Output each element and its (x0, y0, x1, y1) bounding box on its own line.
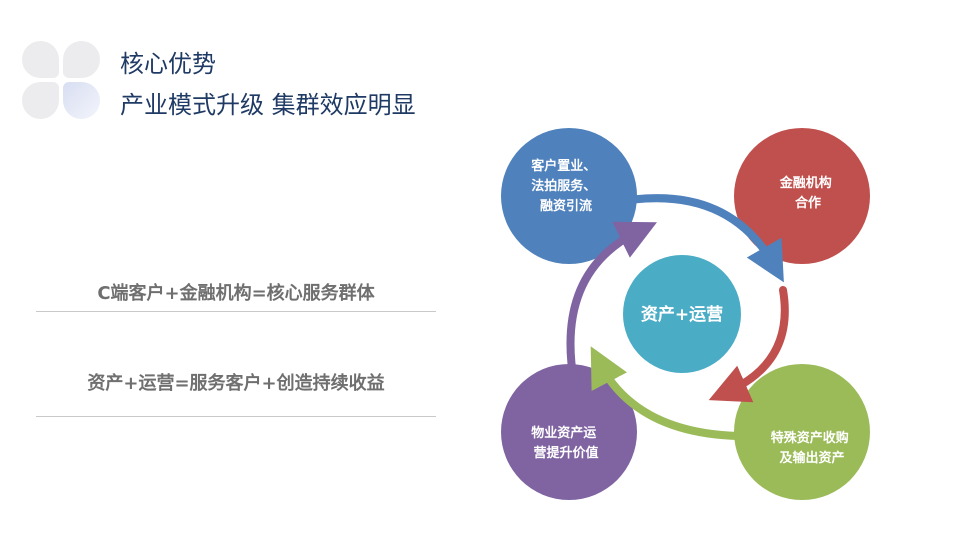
center-label: 资产+运营 (641, 304, 723, 325)
node-label-line: 特殊资产收购 (771, 430, 849, 446)
node-label-line: 营提升价值 (533, 445, 598, 461)
node-label-client-services: 客户置业、 法拍服务、 融资引流 (531, 158, 601, 214)
center-circle (623, 255, 741, 373)
node-circle-financial-institutions (734, 128, 870, 264)
cycle-arrow-red (708, 286, 789, 403)
node-label-line: 金融机构 (779, 175, 832, 191)
logo-petal (63, 82, 100, 119)
node-circle-special-assets (734, 364, 870, 500)
statement-core-clients: C端客户+金融机构=核心服务群体 (97, 283, 375, 304)
node-label-line: 物业资产运 (531, 425, 596, 441)
node-label-property-operation: 物业资产运 营提升价值 (531, 425, 601, 461)
node-circle-property-operation (501, 364, 637, 500)
logo-petal (22, 41, 59, 78)
node-label-line: 客户置业、 (531, 158, 596, 174)
logo (22, 41, 102, 121)
divider (36, 416, 436, 417)
logo-petal (22, 82, 59, 119)
divider (36, 311, 436, 312)
node-circle-client-services (501, 128, 637, 264)
page-title: 核心优势 (120, 50, 216, 78)
node-label-financial-institutions: 金融机构 合作 (779, 175, 837, 211)
node-label-line: 及输出资产 (779, 450, 844, 466)
node-label-line: 合作 (795, 195, 821, 211)
logo-petal (63, 41, 100, 78)
cycle-arrow-blue (579, 194, 784, 283)
page-subtitle: 产业模式升级 集群效应明显 (120, 91, 416, 119)
statement-asset-operation: 资产+运营=服务客户+创造持续收益 (87, 373, 385, 394)
node-label-line: 融资引流 (540, 198, 592, 214)
node-label-special-assets: 特殊资产收购 及输出资产 (771, 430, 854, 466)
cycle-arrow-purple (566, 221, 657, 386)
cycle-arrow-green (590, 346, 764, 441)
node-label-line: 法拍服务、 (531, 178, 596, 194)
